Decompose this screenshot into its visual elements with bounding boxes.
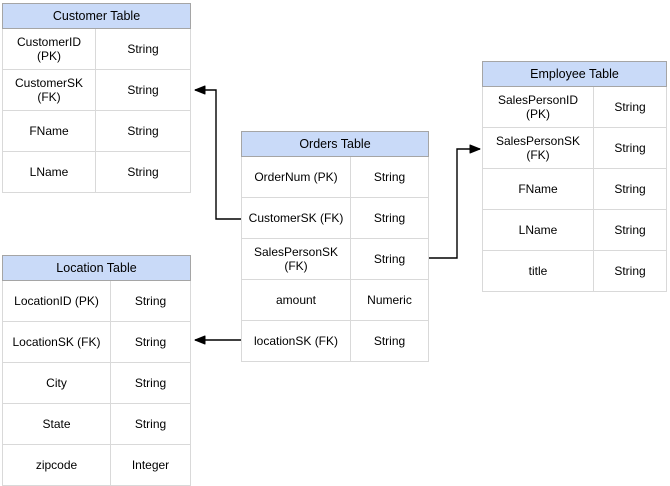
field-name: CustomerSK (FK) (242, 198, 351, 238)
field-name: FName (483, 169, 594, 209)
field-name: LName (483, 210, 594, 250)
field-type: String (127, 42, 159, 56)
field-type: String (127, 165, 159, 179)
field-type: String (614, 223, 646, 237)
field-type: Integer (131, 458, 170, 472)
table-header: Location Table (2, 255, 191, 281)
table-row: FName String (483, 168, 666, 209)
field-name: OrderNum (PK) (242, 157, 351, 197)
field-type: String (614, 182, 646, 196)
field-name: LName (3, 152, 96, 192)
field-name: amount (242, 280, 351, 320)
field-name: CustomerSK (FK) (3, 70, 96, 110)
field-type: String (614, 100, 646, 114)
table-row: City String (3, 362, 190, 403)
table-row: LocationSK (FK) String (3, 321, 190, 362)
field-type: String (134, 294, 167, 308)
table-row: State String (3, 403, 190, 444)
field-type: Numeric (367, 293, 412, 307)
table-header: Orders Table (241, 131, 429, 157)
table-row: title String (483, 250, 666, 291)
table-row: SalesPersonSK (FK) String (242, 238, 428, 279)
field-type: String (373, 170, 406, 184)
field-type: String (127, 124, 159, 138)
field-name: LocationID (PK) (3, 281, 111, 321)
field-type: String (373, 334, 406, 348)
field-type: String (127, 83, 159, 97)
table-row: LocationID (PK) String (3, 281, 190, 321)
field-name: SalesPersonID (PK) (483, 87, 594, 127)
field-name: SalesPersonSK (FK) (242, 239, 351, 279)
field-name: locationSK (FK) (242, 321, 351, 361)
field-name: LocationSK (FK) (3, 322, 111, 362)
table-row: zipcode Integer (3, 444, 190, 485)
field-name: title (483, 251, 594, 291)
field-name: CustomerID (PK) (3, 29, 96, 69)
table-row: SalesPersonSK (FK) String (483, 127, 666, 168)
table-row: LName String (3, 151, 190, 192)
field-type: String (134, 335, 167, 349)
connector-orders-to-employee (429, 144, 481, 259)
table-row: OrderNum (PK) String (242, 157, 428, 197)
field-type: String (134, 417, 167, 431)
field-type: String (614, 141, 646, 155)
field-name: FName (3, 111, 96, 151)
field-type: String (614, 264, 646, 278)
field-type: String (373, 252, 406, 266)
field-type: String (373, 211, 406, 225)
table-header: Customer Table (2, 3, 191, 29)
table-row: amount Numeric (242, 279, 428, 320)
table-row: CustomerID (PK) String (3, 29, 190, 69)
table-row: SalesPersonID (PK) String (483, 87, 666, 127)
connector-orders-to-customer (194, 85, 241, 220)
table-row: FName String (3, 110, 190, 151)
table-row: CustomerSK (FK) String (3, 69, 190, 110)
field-name: State (3, 404, 111, 444)
field-name: City (3, 363, 111, 403)
field-name: SalesPersonSK (FK) (483, 128, 594, 168)
table-row: LName String (483, 209, 666, 250)
field-type: String (134, 376, 167, 390)
field-name: zipcode (3, 445, 111, 485)
table-header: Employee Table (482, 61, 667, 87)
table-row: locationSK (FK) String (242, 320, 428, 361)
table-row: CustomerSK (FK) String (242, 197, 428, 238)
